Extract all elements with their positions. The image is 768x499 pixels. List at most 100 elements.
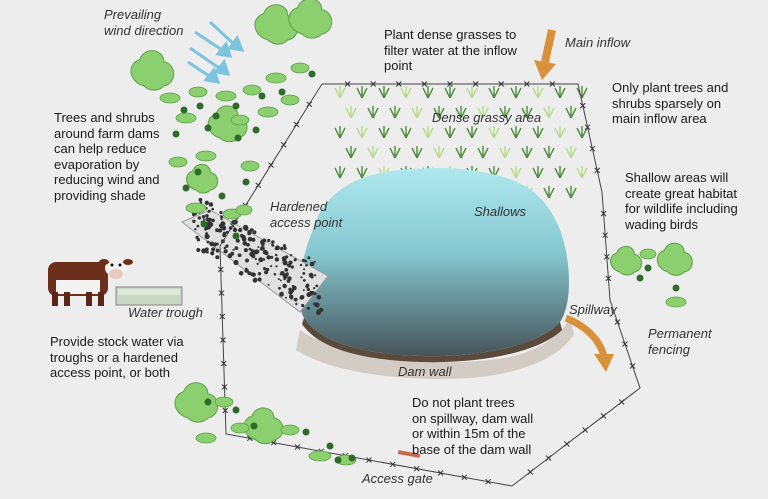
gravel-stone	[285, 255, 289, 259]
fence-post	[461, 474, 468, 481]
gravel-stone	[267, 238, 271, 242]
gravel-stone	[238, 228, 243, 233]
grass-tuft	[345, 106, 357, 119]
gravel-stone	[274, 257, 280, 262]
gravel-stone	[258, 257, 264, 263]
gravel-stone	[220, 217, 223, 221]
label-inflow-trees: Only plant trees and shrubs sparsely on …	[612, 80, 729, 126]
gravel-stone	[197, 216, 202, 220]
leaf	[175, 112, 197, 124]
grass-tuft	[356, 166, 368, 179]
gravel-stone	[313, 292, 317, 296]
gravel-stone	[201, 215, 206, 219]
grass-tuft	[543, 186, 555, 199]
gravel-stone	[282, 259, 285, 262]
dam-wall-edge	[302, 318, 562, 363]
fence-post	[395, 81, 402, 87]
fence-post	[229, 222, 236, 229]
gravel-stone	[299, 263, 303, 267]
leaf	[230, 114, 250, 126]
fence-post	[605, 275, 612, 282]
leaf	[215, 90, 237, 102]
gravel-stone	[308, 272, 314, 278]
permanent-fence	[219, 83, 641, 487]
grass-tuft	[466, 86, 478, 99]
gravel-stone	[196, 238, 201, 242]
grass-tuft	[488, 126, 500, 139]
gravel-stone	[232, 227, 238, 233]
leaf	[188, 86, 208, 98]
grass-tuft	[334, 126, 346, 139]
gravel-stone	[215, 248, 220, 253]
gravel-stone	[262, 249, 268, 255]
shrub-dot	[200, 220, 208, 228]
gravel-stone	[301, 303, 305, 308]
shrub-dot	[194, 168, 202, 176]
gravel-stone	[254, 249, 260, 254]
gravel-stone	[293, 297, 298, 302]
gravel-stone	[305, 284, 309, 289]
gravel-stone	[302, 279, 306, 282]
gravel-stone	[206, 250, 209, 254]
grass-tuft	[433, 106, 445, 119]
fence-post	[594, 167, 601, 174]
gravel-stone	[287, 276, 292, 281]
grass-tuft	[378, 86, 390, 99]
gravel-stone	[235, 238, 240, 243]
grass-tuft	[356, 86, 368, 99]
gravel-stone	[211, 218, 215, 223]
gravel-stone	[240, 233, 244, 238]
gravel-stone	[270, 265, 273, 268]
grass-tuft	[521, 146, 533, 159]
grass-tuft	[576, 126, 588, 139]
fence-post	[564, 441, 570, 447]
gravel-stone	[247, 271, 252, 276]
gravel-stone	[196, 224, 200, 228]
grass-tuft	[389, 106, 401, 119]
fence-post	[222, 407, 229, 414]
shrub-dot	[258, 92, 266, 100]
grass-tuft	[510, 166, 522, 179]
shrub-dot	[232, 406, 240, 414]
label-water-trough: Water trough	[128, 305, 203, 320]
gravel-stone	[280, 291, 284, 295]
fence-post	[600, 413, 607, 419]
gravel-stone	[220, 221, 226, 227]
gravel-stone	[249, 228, 253, 231]
grass-tuft	[521, 106, 533, 119]
leaf	[185, 202, 207, 214]
gravel-stone	[313, 260, 316, 263]
gravel-stone	[192, 219, 196, 223]
access-gate[interactable]	[397, 450, 421, 458]
fence-post	[629, 363, 636, 369]
gravel-stone	[207, 217, 212, 222]
label-shallows: Shallows	[474, 204, 527, 219]
shrub-dot	[204, 398, 212, 406]
gravel-stone	[194, 228, 197, 231]
gravel-stone	[282, 244, 287, 248]
leaf	[290, 62, 310, 74]
gravel-stone	[241, 236, 247, 242]
dam-water	[298, 168, 569, 357]
gravel-stone	[211, 247, 216, 252]
grass-tuft	[532, 166, 544, 179]
gravel-stone	[196, 248, 201, 252]
fence-post	[306, 101, 313, 108]
leaf	[257, 106, 279, 118]
leaf	[280, 424, 300, 436]
grass-tuft	[400, 126, 412, 139]
gravel-stone	[304, 259, 308, 263]
gravel-stone	[278, 286, 281, 290]
grass-tuft	[378, 126, 390, 139]
grass-tuft	[400, 86, 412, 99]
grass-tuft	[543, 146, 555, 159]
gravel-stone	[237, 253, 242, 258]
fence-post	[600, 210, 607, 217]
shrub	[130, 50, 175, 91]
label-dense-grassy-area: Dense grassy area	[432, 110, 542, 125]
shrub-dot	[308, 70, 316, 78]
shrub-dot	[218, 192, 226, 200]
gravel-stone	[247, 236, 253, 242]
gravel-stone	[243, 224, 249, 230]
gravel-stone	[257, 277, 262, 282]
